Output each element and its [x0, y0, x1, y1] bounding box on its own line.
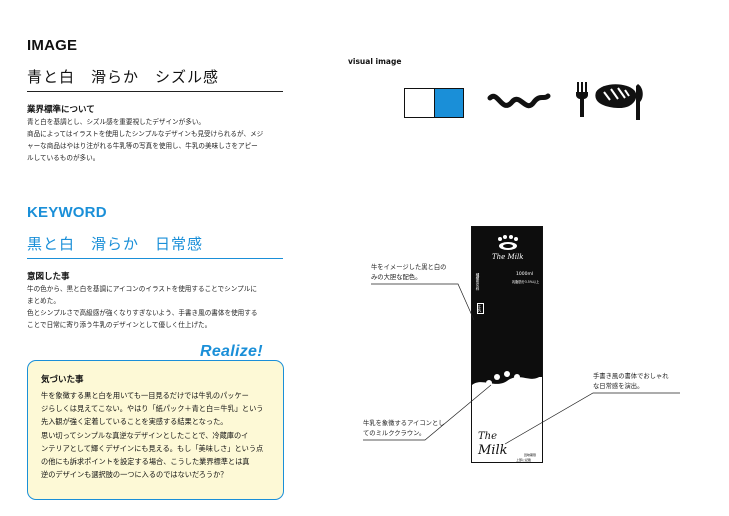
- realize-body-line: 牛を象徴する黒と白を用いても一目見るだけでは牛乳のパッケー: [41, 391, 249, 400]
- fork-knife-steak-icon: [576, 82, 643, 120]
- carton-brand-top: The Milk: [492, 253, 524, 261]
- milk-carton: The Milk 1000ml 乳脂肪分3.5%以上 種類別名称 牛乳 The …: [471, 226, 543, 463]
- swatch-white: [405, 89, 435, 117]
- carton-spec: 乳脂肪分3.5%以上: [512, 280, 540, 284]
- keyword-subheading: 意図した事: [27, 272, 70, 282]
- keyword-body-line: 牛の色から、黒と白を基調にアイコンのイラストを使用することでシンプルに: [27, 285, 257, 293]
- realize-box: 気づいた事 牛を象徴する黒と白を用いても一目見るだけでは牛乳のパッケー ジらしく…: [27, 360, 284, 500]
- keyword-body-line: ことで日常に寄り添う牛乳のデザインとして優しく仕上げた。: [27, 321, 212, 329]
- visual-image-label: visual image: [348, 57, 402, 66]
- leader-crown: [363, 384, 492, 441]
- keyword-keywords: 黒と白 滑らか 日常感: [27, 235, 204, 253]
- annotation-font-line: な日常感を演出。: [593, 383, 644, 390]
- carton-note-1: 賞味期限: [524, 453, 537, 457]
- milk-crown-icon: [498, 235, 518, 250]
- image-heading: IMAGE: [27, 37, 78, 54]
- keyword-heading: KEYWORD: [27, 204, 107, 221]
- realize-body-line: 思い切ってシンプルな真逆なデザインとしたことで、冷蔵庫のイ: [41, 430, 249, 440]
- annotation-cow: 牛をイメージした黒と白の みの大胆な配色。: [371, 263, 446, 283]
- annotation-crown: 牛乳を象徴するアイコンとし てのミルククラウン。: [363, 419, 445, 439]
- realize-body-line: ジらしくは見えてこない。やはり「紙パック＋青と白＝牛乳」という: [41, 404, 264, 414]
- realize-title: 気づいた事: [41, 375, 84, 385]
- realize-label: Realize!: [200, 343, 263, 360]
- keyword-body: 牛の色から、黒と白を基調にアイコンのイラストを使用することでシンプルに まとめた…: [27, 283, 289, 331]
- image-body: 青と白を基調とし、シズル感を重要視したデザインが多い。 商品によってはイラストを…: [27, 116, 289, 164]
- milk-crown-icon-large: [486, 371, 528, 394]
- image-divider: [27, 91, 283, 92]
- keyword-divider: [27, 258, 283, 259]
- carton-side-value: 牛乳: [477, 303, 484, 314]
- image-body-line: ルしているものが多い。: [27, 154, 100, 162]
- carton-black-area: [472, 227, 542, 377]
- image-body-line: ャーな商品はやはり注がれる牛乳等の写真を使用し、牛乳の美味しさをアピー: [27, 142, 258, 150]
- image-keywords: 青と白 滑らか シズル感: [27, 68, 220, 86]
- carton-note-2: 上部に記載: [516, 458, 532, 462]
- realize-body-line: 先入観が強く定着していることを実感する結果となった。: [41, 417, 228, 427]
- carton-brand-bottom-2: Milk: [478, 443, 508, 458]
- realize-body-line: 逆のデザインも選択肢の一つに入るのではないだろうか？: [41, 470, 228, 480]
- annotation-font: 手書き風の書体でおしゃれ な日常感を演出。: [593, 372, 669, 392]
- color-swatch: [404, 88, 464, 118]
- keyword-body-line: まとめた。: [27, 297, 60, 305]
- annotation-cow-line: みの大胆な配色。: [371, 274, 422, 281]
- carton-side-label: 種類別名称: [476, 273, 480, 291]
- swatch-blue: [434, 89, 463, 117]
- leader-cow: [371, 283, 475, 321]
- realize-body-line: ンテリアとして輝くデザインにも見える。もし「美味しさ」という点: [41, 443, 264, 453]
- carton-brand-bottom-1: The: [478, 431, 498, 442]
- leader-font: [504, 392, 680, 445]
- keyword-body-line: 色とシンプルさで高級感が強くなりすぎないよう、手書き風の書体を使用する: [27, 309, 258, 317]
- realize-body: 牛を象徴する黒と白を用いても一目見るだけでは牛乳のパッケー ジらしくは見えてこな…: [41, 389, 271, 481]
- annotation-crown-line: てのミルククラウン。: [363, 430, 426, 437]
- annotation-crown-line: 牛乳を象徴するアイコンとし: [363, 420, 445, 427]
- image-body-line: 商品によってはイラストを使用したシンプルなデザインも見受けられるが、メジ: [27, 130, 264, 138]
- carton-volume: 1000ml: [516, 272, 534, 277]
- annotation-cow-line: 牛をイメージした黒と白の: [371, 264, 447, 271]
- annotation-font-line: 手書き風の書体でおしゃれ: [593, 373, 669, 380]
- image-body-line: 青と白を基調とし、シズル感を重要視したデザインが多い。: [27, 118, 206, 126]
- realize-body-line: の他にも訴求ポイントを設定する場合、こうした業界標準とは真: [41, 457, 250, 467]
- image-subheading: 業界標準について: [27, 105, 95, 115]
- wave-icon: [487, 93, 551, 109]
